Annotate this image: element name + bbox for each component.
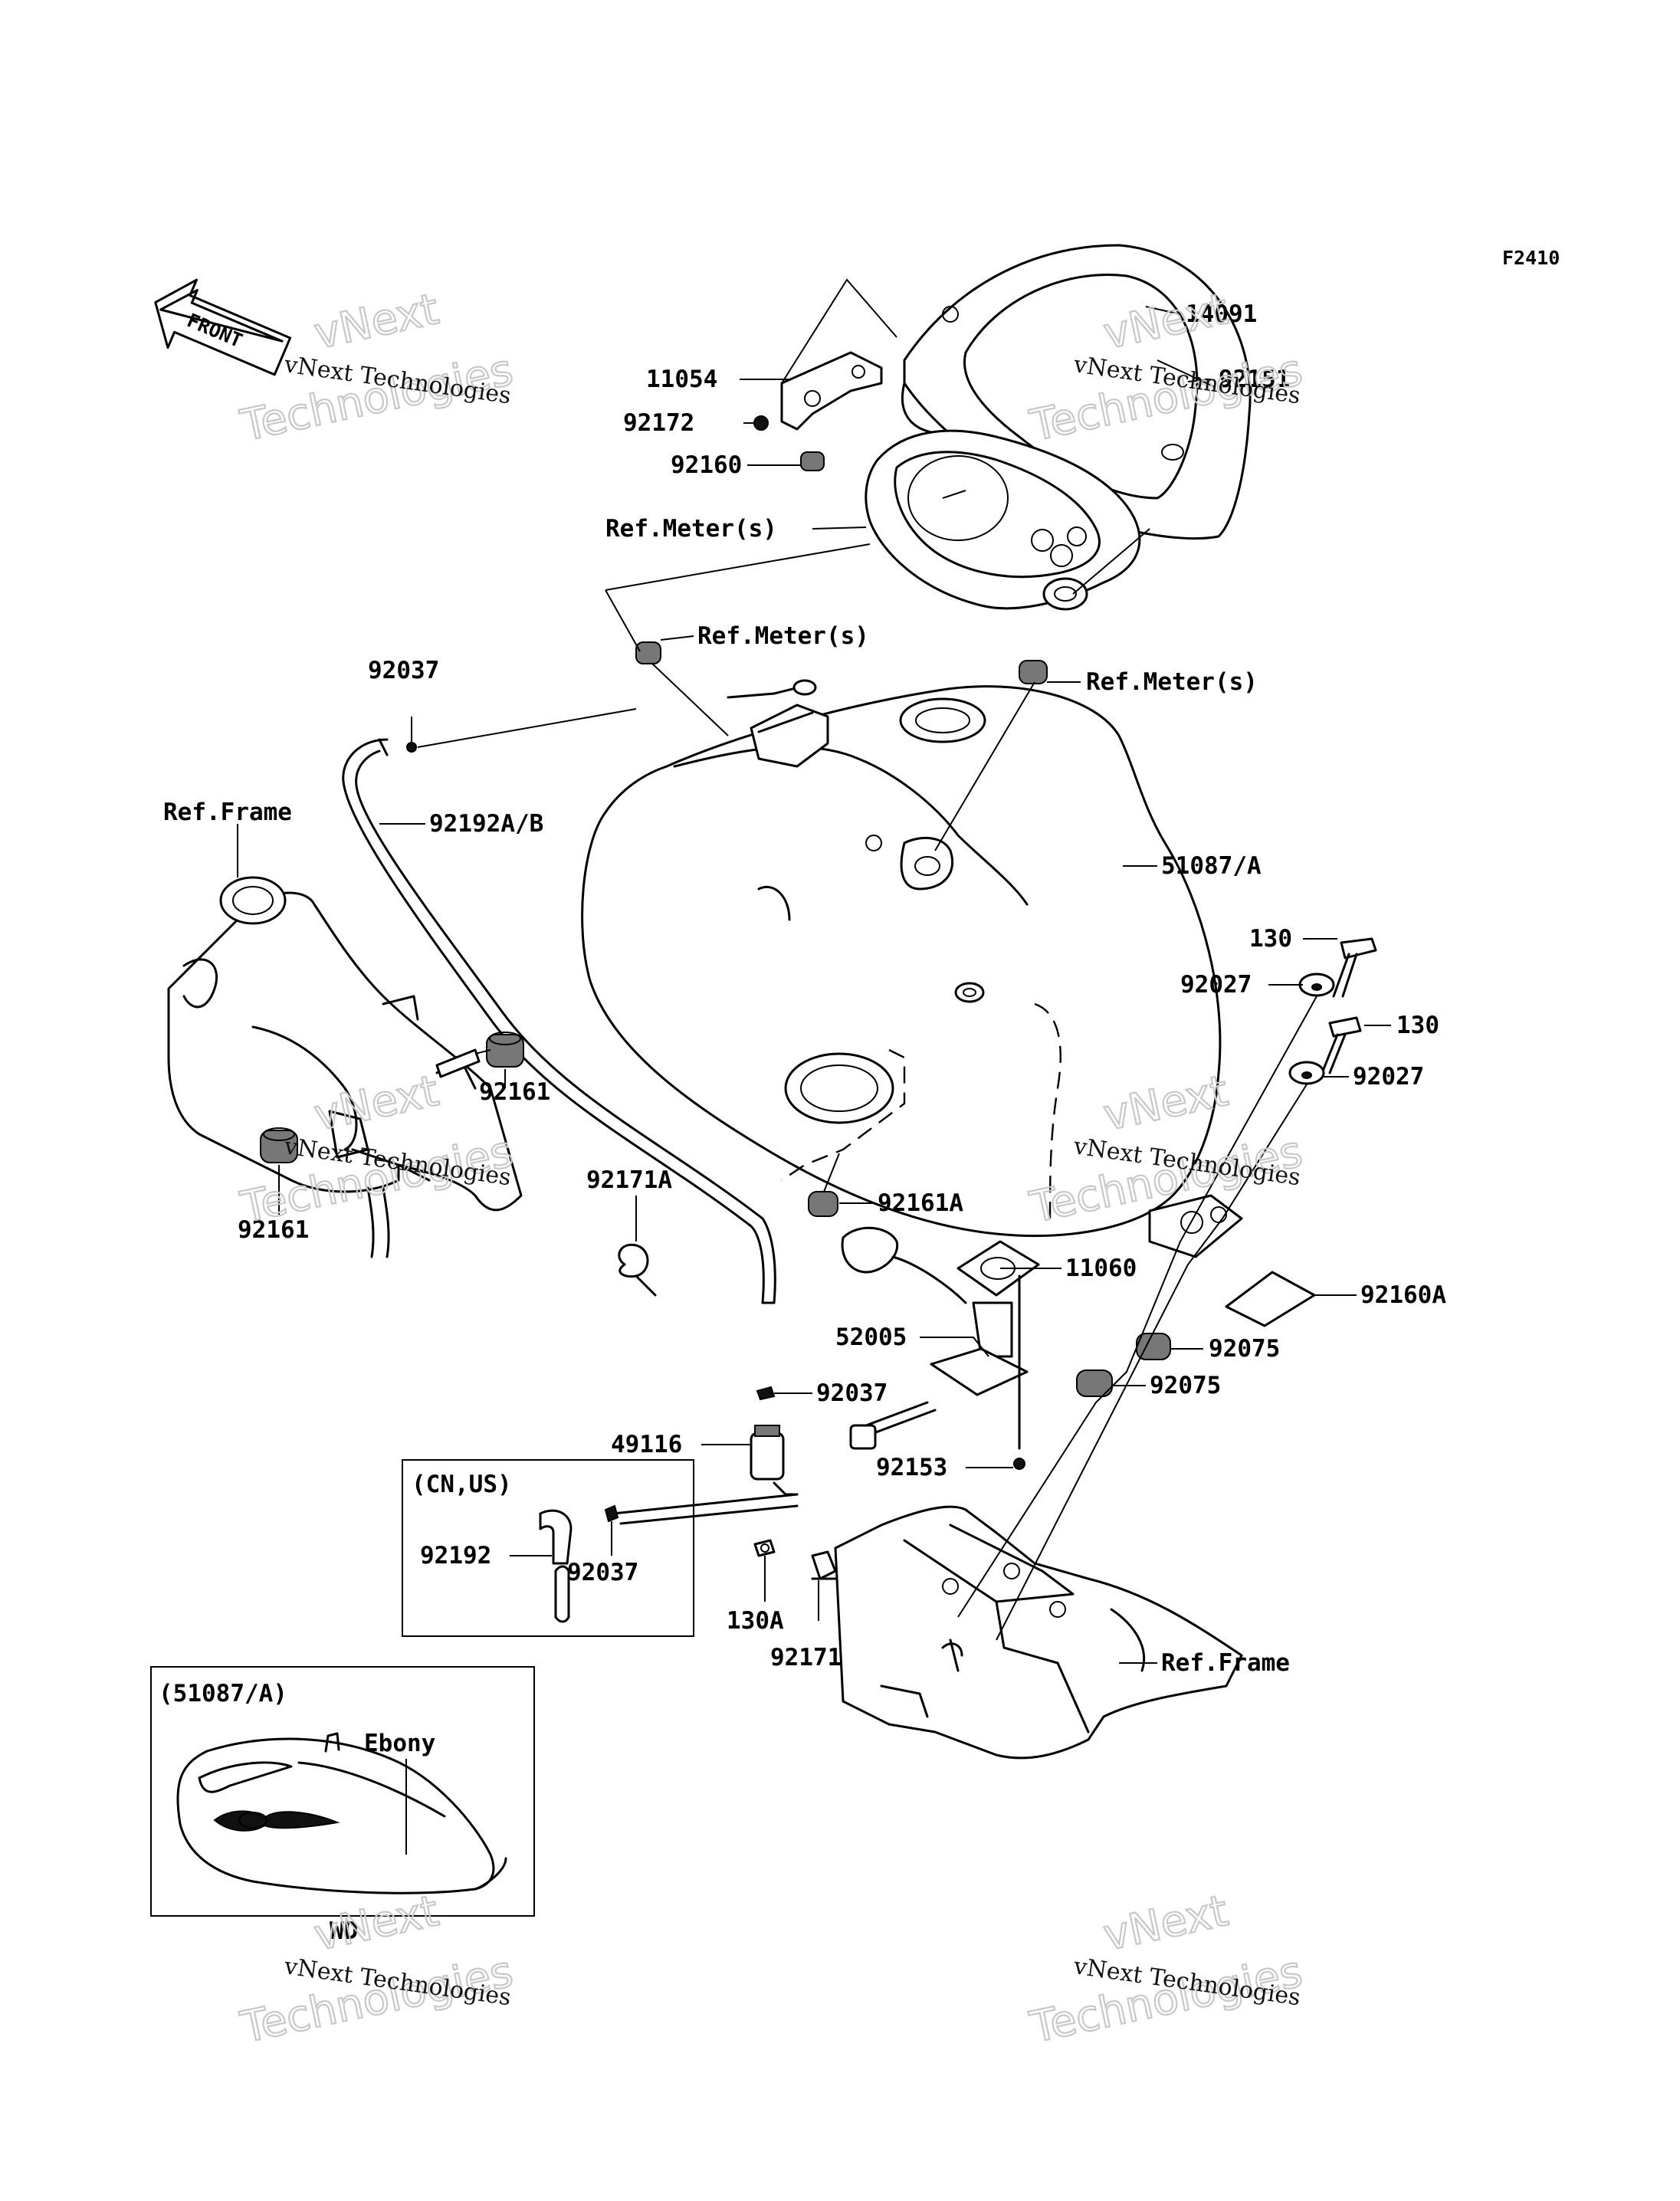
label-130a: 130A: [727, 1607, 784, 1635]
figure-code: F2410: [1502, 247, 1560, 269]
washer-92027-top-part: [1298, 973, 1335, 997]
label-ebony: Ebony: [364, 1730, 435, 1757]
bracket-part: [780, 351, 883, 431]
label-92160a: 92160A: [1360, 1281, 1446, 1309]
bolt-130a-part: [753, 1539, 776, 1557]
label-92171a: 92171A: [586, 1166, 672, 1194]
label-92171: 92171: [770, 1644, 842, 1671]
svg-text:vNext: vNext: [1099, 1886, 1232, 1961]
ebony-detail-box: [150, 1666, 535, 1917]
damper-left-part: [260, 1127, 298, 1163]
cn-us-detail-box: [402, 1459, 694, 1637]
label-wd: WD: [330, 1917, 358, 1945]
label-ref-frame-left: Ref.Frame: [163, 799, 292, 826]
frame-right-part: [834, 1505, 1243, 1760]
label-ref-meter-2: Ref.Meter(s): [697, 622, 869, 650]
grommet-part: [800, 451, 825, 471]
label-130-bot: 130: [1396, 1012, 1439, 1039]
label-ref-meter-3: Ref.Meter(s): [1086, 668, 1258, 696]
clip-part: [618, 1243, 657, 1297]
label-49116: 49116: [611, 1431, 682, 1458]
label-cn-us: (CN,US): [412, 1471, 512, 1498]
front-arrow-icon: FRONT: [154, 278, 292, 376]
label-92161-left: 92161: [238, 1216, 309, 1244]
fuel-pump-part: [841, 1226, 1029, 1450]
damper-92075-bot-part: [1076, 1369, 1113, 1397]
label-11060: 11060: [1065, 1255, 1137, 1282]
washer-92027-bot-part: [1288, 1061, 1325, 1085]
bolt-130-top-part: [1332, 937, 1377, 998]
label-92192: 92192: [420, 1542, 491, 1570]
label-92027-top: 92027: [1180, 971, 1252, 999]
meter-grommet-right: [1019, 660, 1048, 684]
meter-assembly: [865, 429, 1141, 611]
part-labels: 14091 11054 92151 92172 92160 Ref.Meter(…: [159, 300, 1446, 1945]
label-14091: 14091: [1186, 300, 1257, 328]
label-92075-bot: 92075: [1150, 1372, 1221, 1399]
bolt-92153-part: [1013, 1274, 1025, 1470]
label-92161-right: 92161: [479, 1078, 550, 1106]
watermark-bottom-left: vNext Technologies vNext Technologies: [235, 1885, 518, 2054]
label-ref-meter-1: Ref.Meter(s): [605, 515, 777, 543]
label-92037-box: 92037: [567, 1559, 638, 1586]
label-92160: 92160: [671, 451, 742, 479]
clip-92171-part: [811, 1550, 837, 1580]
nut-part: [753, 415, 769, 431]
hose-clip-mid-part: [756, 1386, 776, 1401]
frame-left-part: [167, 876, 523, 1258]
label-52005: 52005: [835, 1324, 907, 1351]
label-130-top: 130: [1249, 925, 1292, 953]
grommet-92161a-part: [808, 1191, 838, 1217]
label-92153: 92153: [876, 1454, 947, 1481]
meter-grommet-left: [635, 641, 661, 664]
label-11054: 11054: [646, 366, 717, 393]
leader-lines: [237, 278, 1391, 1855]
label-92161a: 92161A: [878, 1189, 963, 1217]
label-92037-mid: 92037: [816, 1379, 888, 1407]
pad-92160a-part: [1225, 1271, 1316, 1327]
label-92192ab: 92192A/B: [429, 810, 543, 838]
damper-right-part: [486, 1032, 524, 1068]
label-51087a: 51087/A: [1161, 852, 1262, 880]
label-92075-top: 92075: [1209, 1335, 1280, 1363]
fuel-tank-part: [581, 679, 1243, 1258]
label-51087a-box: (51087/A): [159, 1680, 287, 1707]
fuel-cock-part: [612, 1425, 799, 1525]
bolt-130-bot-part: [1321, 1016, 1362, 1074]
label-92151: 92151: [1219, 366, 1290, 393]
svg-text:vNext: vNext: [310, 1886, 443, 1961]
breather-hose-part: [342, 738, 776, 1304]
watermark-bottom-right: vNext Technologies vNext Technologies: [1025, 1885, 1308, 2054]
label-ref-frame-right: Ref.Frame: [1161, 1649, 1290, 1677]
label-92172: 92172: [623, 409, 694, 437]
label-92027-bot: 92027: [1353, 1063, 1424, 1091]
svg-text:vNext: vNext: [310, 284, 443, 359]
label-92037-top: 92037: [368, 657, 439, 684]
